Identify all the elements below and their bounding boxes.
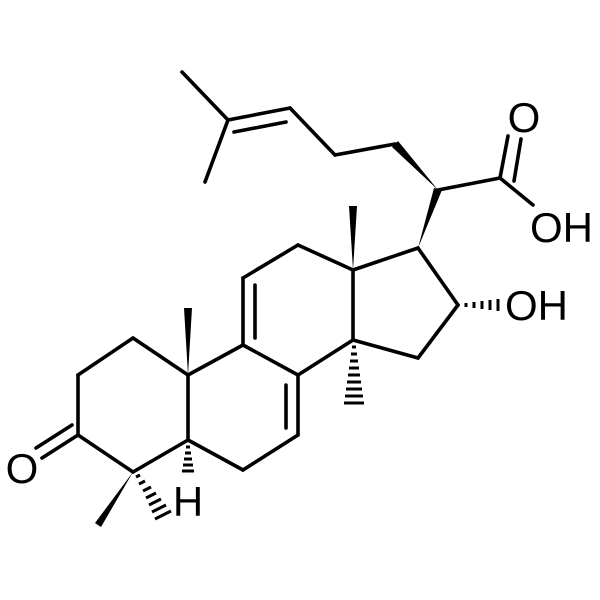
ring-d — [351, 246, 460, 360]
ketone-oxygen-label: O — [6, 445, 39, 492]
c10-methyl-wedge — [184, 308, 192, 375]
ring-a — [76, 336, 190, 474]
carboxyl-group — [498, 134, 535, 207]
c13-methyl-wedge — [349, 206, 357, 270]
c20-wedge — [418, 188, 442, 248]
alpha-hydrogen-label: H — [173, 478, 203, 525]
acid-hydroxyl-label: OH — [530, 204, 593, 251]
c16-hydroxyl-hash — [464, 299, 500, 311]
ring-c — [241, 243, 355, 377]
c5-hydrogen-hash — [182, 445, 194, 473]
gem-dimethyl — [95, 472, 172, 527]
hydroxyl-label: OH — [505, 282, 568, 329]
ring-b — [186, 343, 300, 472]
c14-methyl-hash — [344, 345, 364, 405]
acid-carbonyl-oxygen-label: O — [508, 94, 541, 141]
hashed-methyl — [135, 473, 172, 521]
ketone-double-bond — [34, 423, 80, 460]
side-chain — [180, 70, 502, 192]
